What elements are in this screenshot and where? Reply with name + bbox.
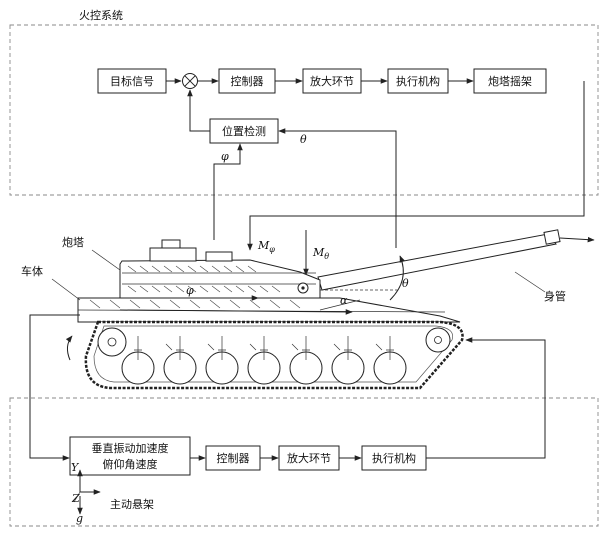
body-leader-line (51, 278, 81, 301)
block-sensor-line1: 垂直振动加速度 (92, 441, 169, 455)
angle-phi-label: φ (186, 284, 194, 297)
signal-phi-label: φ (221, 150, 229, 163)
suspension-frame (9, 397, 599, 527)
barrel (317, 229, 595, 291)
barrel-elevation-arc (389, 255, 406, 301)
body-label: 车体 (21, 264, 43, 278)
block-controller-bottom-label: 控制器 (217, 451, 250, 465)
hull-pitch-arc (65, 335, 73, 361)
block-position-detect-label: 位置检测 (222, 124, 266, 138)
arrow-hull-to-sensor (29, 314, 80, 461)
block-sensor-line2: 俯仰角速度 (103, 457, 158, 471)
turret-label: 炮塔 (62, 236, 84, 249)
block-amplifier-bottom-label: 放大环节 (287, 451, 331, 465)
block-amplifier-bottom: 放大环节 (278, 445, 340, 471)
axis-y-label: Y (71, 461, 80, 474)
arrow-actuator-to-suspension (426, 337, 546, 459)
arrow-feedback-to-sum (187, 89, 210, 132)
tank-drawing: θ φ α (65, 229, 595, 390)
block-controller-bottom: 控制器 (205, 445, 261, 471)
block-target-signal-label: 目标信号 (110, 74, 154, 88)
angle-alpha-label: α (340, 294, 348, 307)
block-actuator-top-label: 执行机构 (396, 74, 440, 88)
block-actuator-bottom: 执行机构 (361, 445, 427, 471)
angle-theta-label: θ (402, 277, 409, 290)
coordinate-axes: Y Z g (71, 461, 101, 525)
block-controller-top-label: 控制器 (231, 74, 264, 88)
arrow-theta-feedback (278, 128, 397, 248)
block-amplifier-top-label: 放大环节 (310, 74, 354, 88)
turret-leader-line (91, 249, 121, 271)
fire-control-title: 火控系统 (79, 8, 123, 22)
moment-theta-label: Mθ (312, 246, 329, 261)
suspension-title: 主动悬架 (110, 498, 154, 511)
block-actuator-bottom-label: 执行机构 (372, 451, 416, 465)
block-sensor: 垂直振动加速度 俯仰角速度 (69, 436, 191, 476)
barrel-label: 身管 (544, 289, 566, 303)
road-wheels (97, 327, 451, 385)
summing-junction (182, 73, 198, 89)
hull-axis-arrow (119, 309, 353, 315)
block-amplifier-top: 放大环节 (302, 68, 362, 94)
axis-g-label: g (76, 512, 83, 525)
arrow-cradle-to-turret (247, 81, 585, 251)
block-position-detect: 位置检测 (209, 118, 279, 144)
block-actuator-top: 执行机构 (387, 68, 449, 94)
arrow-phi-feedback (213, 143, 243, 240)
block-controller-top: 控制器 (218, 68, 276, 94)
moment-phi-label: Mφ (257, 239, 275, 254)
axis-z-label: Z (71, 492, 80, 505)
turret (119, 239, 321, 299)
block-cradle-label: 炮塔摇架 (488, 74, 532, 88)
signal-theta-label: θ (300, 133, 307, 146)
barrel-leader-line (514, 271, 546, 293)
block-target-signal: 目标信号 (97, 68, 167, 94)
fire-control-frame (9, 24, 599, 196)
block-cradle: 炮塔摇架 (473, 68, 547, 94)
